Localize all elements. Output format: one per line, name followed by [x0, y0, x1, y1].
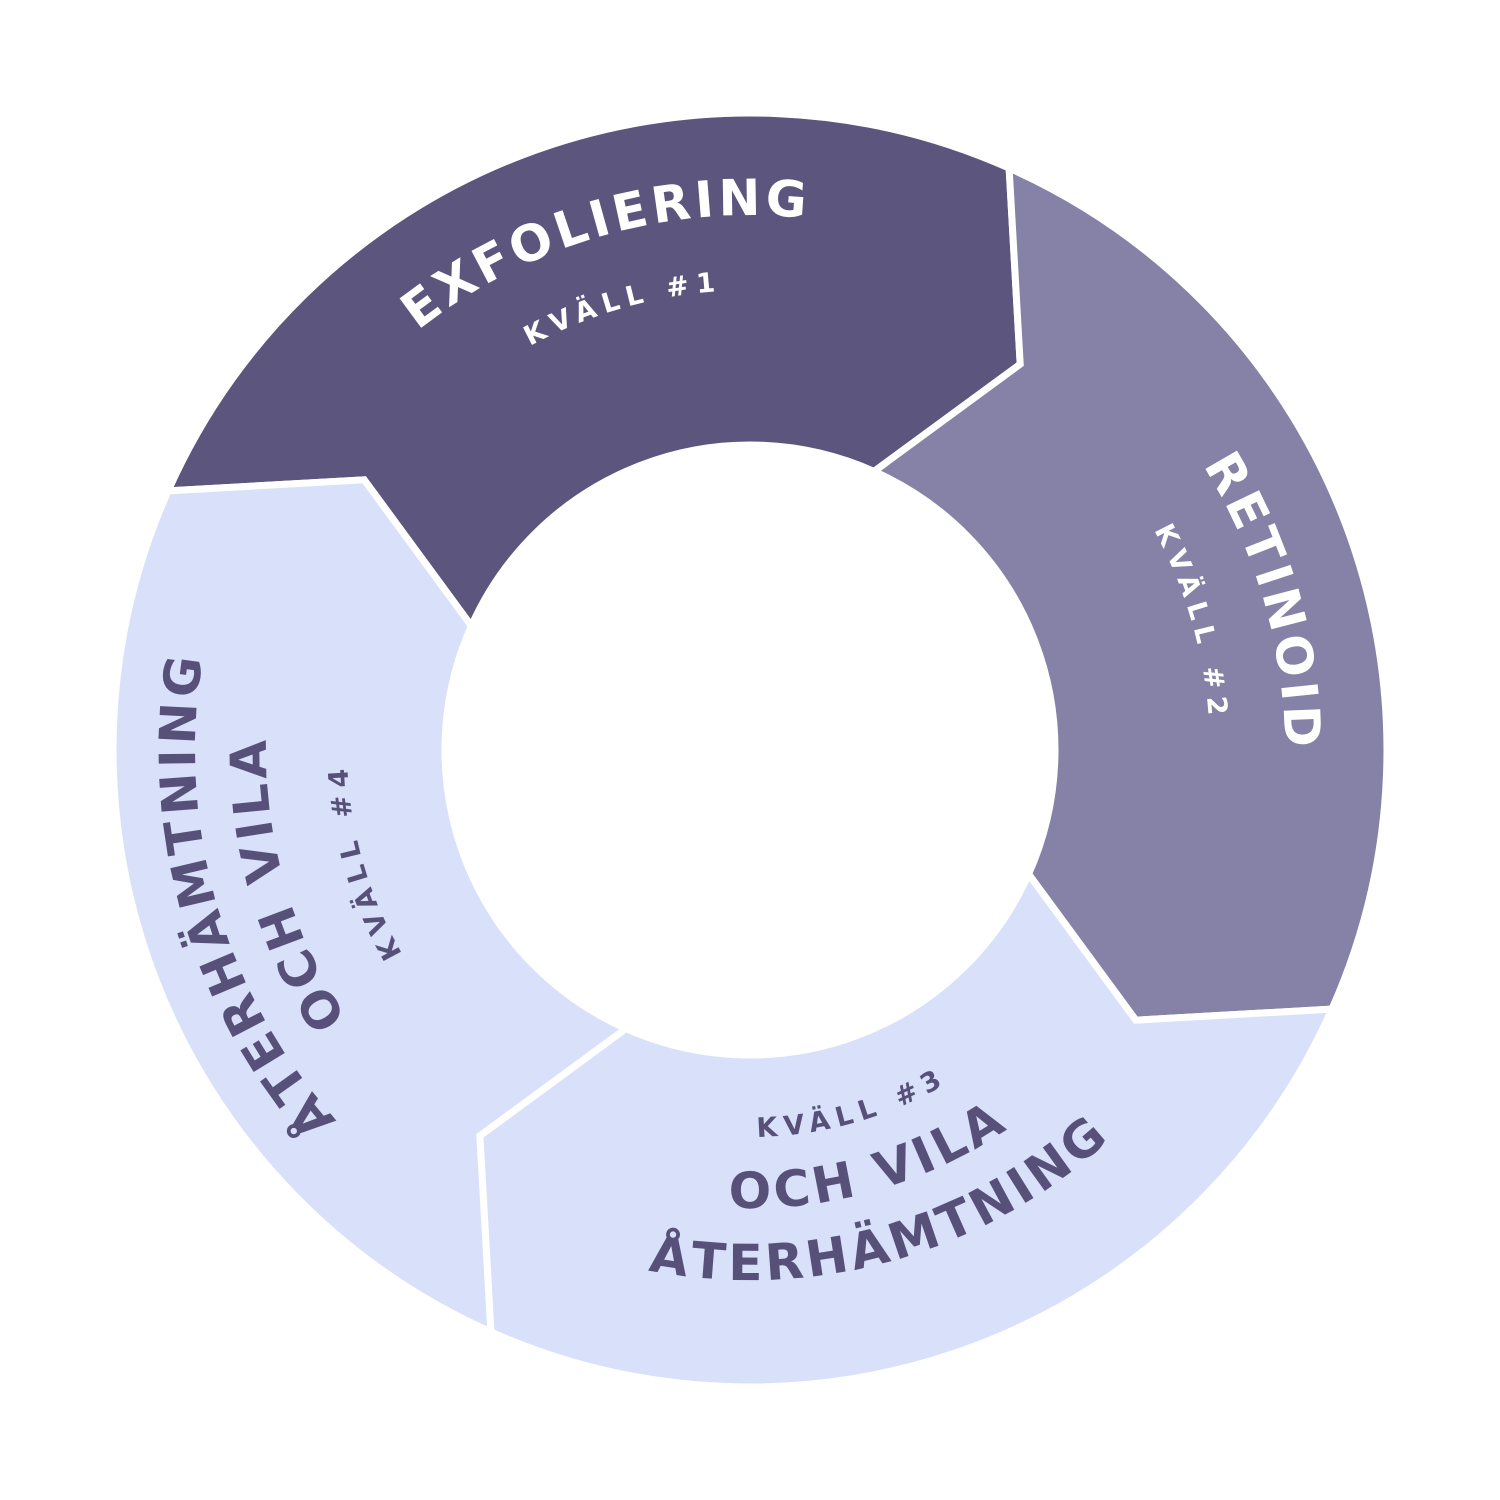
segment-2-arrow [867, 162, 1391, 1024]
segment-3-arrow [476, 867, 1338, 1391]
segment-4-arrow [109, 476, 633, 1338]
center-hole [449, 449, 1051, 1051]
